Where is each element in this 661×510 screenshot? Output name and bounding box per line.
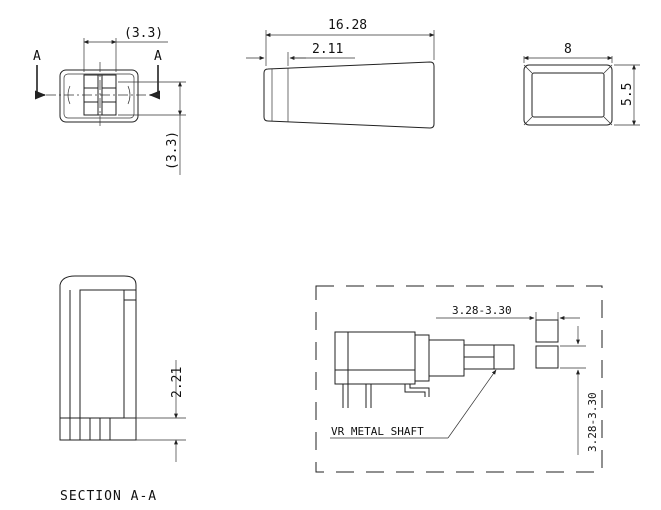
shaft-label: VR METAL SHAFT (331, 425, 424, 438)
pot-body (334, 331, 416, 385)
knob-face-inner (63, 73, 135, 119)
end-view-height-dim: 5.5 (620, 83, 635, 106)
assembly-view: 3.28-3.30 3.28-3.30 VR METAL SHAFT (315, 285, 603, 473)
section-bore (80, 289, 136, 301)
assembly-width-dim: 3.28-3.30 (452, 304, 512, 317)
knob-face-outline (59, 69, 139, 123)
section-marker-left: A (33, 49, 41, 64)
assembly-frame (315, 285, 603, 473)
shaft-section-bottom (535, 345, 559, 369)
section-body (59, 275, 137, 441)
side-view: 16.28 2.11 (246, 18, 435, 129)
top-view-height-dim: (3.3) (165, 131, 180, 170)
end-view: 8 5.5 (523, 42, 640, 126)
top-view-width-dim: (3.3) (124, 26, 163, 41)
knob-side-outline (263, 61, 435, 129)
top-view: A A (3.3) (3.3) (33, 26, 186, 175)
end-view-inner (531, 72, 605, 118)
section-arrow-right (148, 65, 161, 100)
shaft-leader (447, 369, 497, 439)
side-view-length-dim: 16.28 (328, 18, 367, 33)
side-view-inset-dim: 2.11 (312, 42, 343, 57)
section-arrow-left (34, 65, 47, 100)
section-marker-right: A (154, 49, 162, 64)
end-view-outer (523, 64, 613, 126)
section-depth-dim: 2.21 (170, 367, 185, 398)
shaft-section-top (535, 319, 559, 343)
section-view: 2.21 SECTION A-A (59, 275, 186, 504)
assembly-height-dim: 3.28-3.30 (586, 392, 599, 452)
end-view-width-dim: 8 (564, 42, 572, 57)
section-caption: SECTION A-A (60, 489, 157, 504)
